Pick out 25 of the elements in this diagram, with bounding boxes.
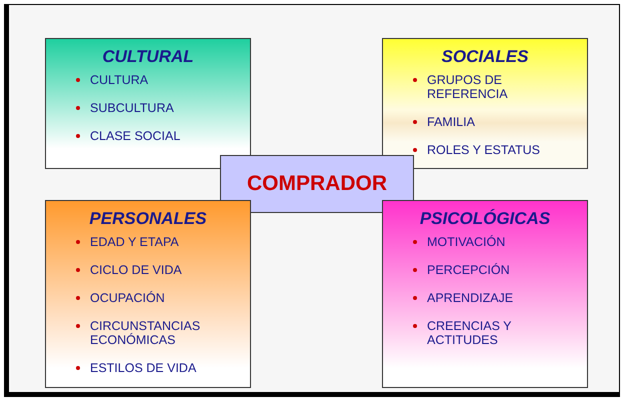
list-item: EDAD Y ETAPA [90,235,180,249]
category-heading: PSICOLÓGICAS [418,209,552,229]
list-item: CIRCUNSTANCIAS ECONÓMICAS [90,319,202,347]
center-title: COMPRADOR [247,172,387,196]
list-item: SUBCULTURA [90,101,175,115]
category-box [45,38,251,169]
list-item: CULTURA [90,73,150,87]
list-item: PERCEPCIÓN [427,263,511,277]
category-heading: PERSONALES [88,209,208,229]
category-heading: CULTURAL [101,47,195,67]
list-item: GRUPOS DE REFERENCIA [427,73,509,101]
category-box [382,38,588,169]
list-item: ROLES Y ESTATUS [427,143,542,157]
list-item: CICLO DE VIDA [90,263,183,277]
center-box [220,155,414,213]
list-item: OCUPACIÓN [90,291,166,305]
list-item: ESTILOS DE VIDA [90,361,198,375]
category-heading: SOCIALES [440,47,530,67]
list-item: CREENCIAS Y ACTITUDES [427,319,512,347]
list-item: FAMILIA [427,115,476,129]
list-item: MOTIVACIÓN [427,235,506,249]
category-box [45,200,251,388]
list-item: APRENDIZAJE [427,291,514,305]
category-box [382,200,588,388]
list-item: CLASE SOCIAL [90,129,182,143]
